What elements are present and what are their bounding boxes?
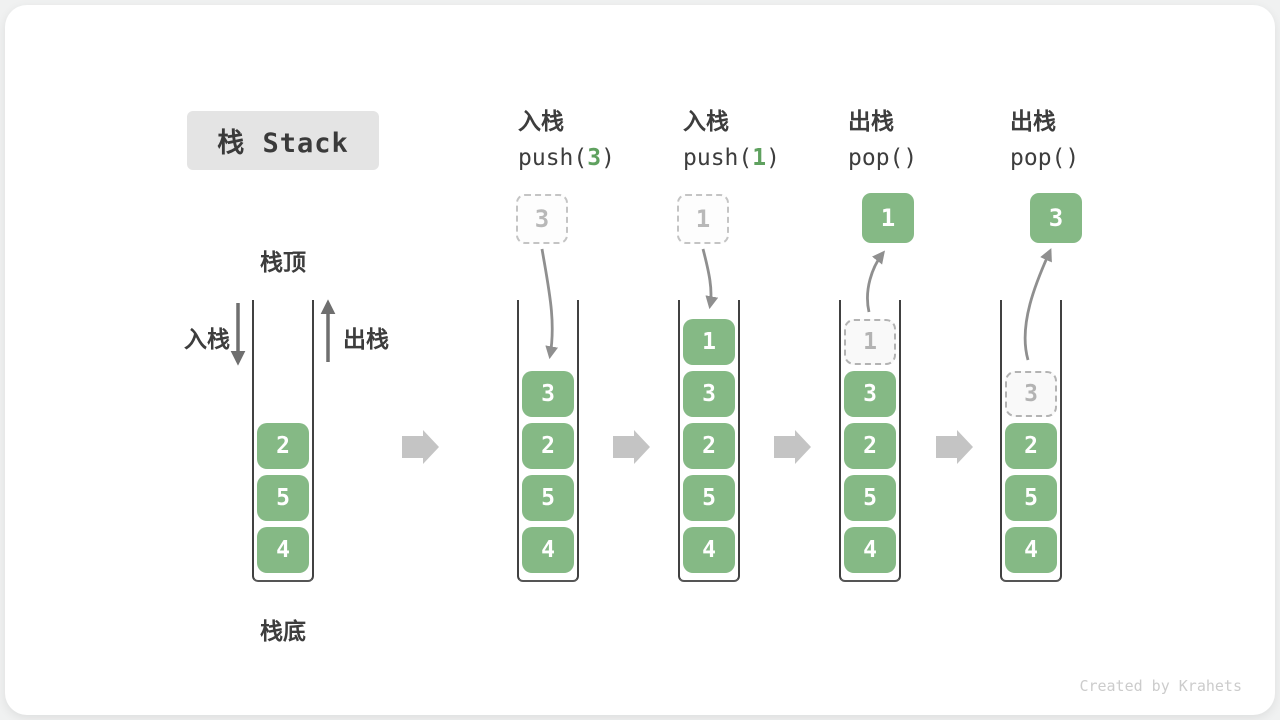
pop-curve-arrow-icon <box>866 250 885 313</box>
stack-container-after-pop1: 1 3 2 5 4 <box>839 300 901 582</box>
stack-container-after-push1: 1 3 2 5 4 <box>678 300 740 582</box>
operation-code: push(1) <box>683 145 780 171</box>
operation-caption-push1: 入栈 push(1) <box>683 103 780 177</box>
stack-bottom-label: 栈底 <box>260 618 306 644</box>
operation-name: 出栈 <box>1010 108 1056 134</box>
stack-block: 3 <box>844 371 896 417</box>
stack-container-after-push3: 3 2 5 4 <box>517 300 579 582</box>
stack-block: 5 <box>683 475 735 521</box>
operation-name: 出栈 <box>848 108 894 134</box>
push-direction-label: 入栈 <box>184 326 230 352</box>
operation-name: 入栈 <box>683 108 729 134</box>
incoming-value-box: 3 <box>516 194 568 244</box>
stack-block: 4 <box>522 527 574 573</box>
stack-block: 2 <box>683 423 735 469</box>
title-badge: 栈 Stack <box>187 111 379 170</box>
stack-block: 3 <box>683 371 735 417</box>
stack-container-after-pop2: 3 2 5 4 <box>1000 300 1062 582</box>
popped-value-box: 1 <box>862 193 914 243</box>
stack-block: 2 <box>844 423 896 469</box>
ghost-block: 3 <box>1005 371 1057 417</box>
step-arrow-icon <box>936 430 973 464</box>
push-arg: 3 <box>587 145 602 171</box>
stack-block: 5 <box>257 475 309 521</box>
step-arrow-icon <box>402 430 439 464</box>
stack-container-initial: 2 5 4 <box>252 300 314 582</box>
stack-block: 3 <box>522 371 574 417</box>
operation-code: pop() <box>848 145 918 171</box>
push-curve-arrow-icon <box>540 248 559 360</box>
stack-block: 5 <box>522 475 574 521</box>
stack-block: 2 <box>522 423 574 469</box>
stack-block: 4 <box>257 527 309 573</box>
stack-top-label: 栈顶 <box>260 249 306 275</box>
operation-code: push(3) <box>518 145 615 171</box>
step-arrow-icon <box>774 430 811 464</box>
stack-block: 5 <box>844 475 896 521</box>
stack-block: 4 <box>844 527 896 573</box>
stack-block: 4 <box>1005 527 1057 573</box>
operation-name: 入栈 <box>518 108 564 134</box>
operation-code: pop() <box>1010 145 1080 171</box>
operation-caption-pop-second: 出栈 pop() <box>1010 103 1079 177</box>
push-arg: 1 <box>752 145 767 171</box>
watermark: Created by Krahets <box>1079 677 1242 695</box>
title-text: 栈 Stack <box>217 128 349 159</box>
incoming-value-box: 1 <box>677 194 729 244</box>
popped-value-box: 3 <box>1030 193 1082 243</box>
pop-curve-arrow-icon <box>1023 248 1052 361</box>
operation-caption-pop-first: 出栈 pop() <box>848 103 917 177</box>
operation-caption-push3: 入栈 push(3) <box>518 103 615 177</box>
push-curve-arrow-icon <box>701 248 719 310</box>
step-arrow-icon <box>613 430 650 464</box>
stack-block: 5 <box>1005 475 1057 521</box>
ghost-block: 1 <box>844 319 896 365</box>
stack-block: 2 <box>1005 423 1057 469</box>
stack-block: 2 <box>257 423 309 469</box>
pop-direction-label: 出栈 <box>343 326 389 352</box>
stack-block: 1 <box>683 319 735 365</box>
stack-block: 4 <box>683 527 735 573</box>
